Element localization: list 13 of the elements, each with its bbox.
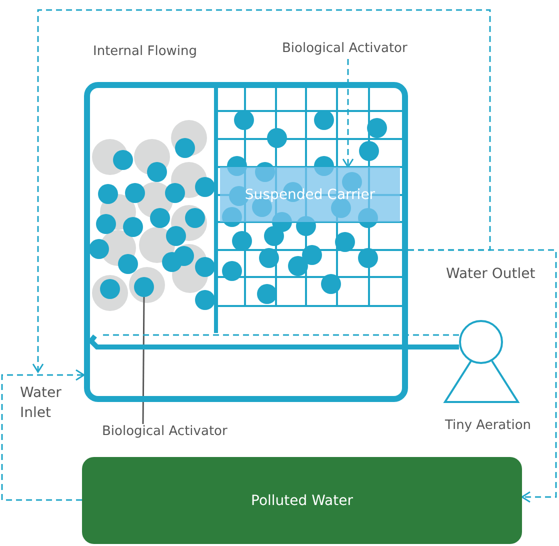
tank (84, 82, 408, 402)
aeration-pipe (88, 334, 459, 350)
callout-label: Biological Activator (282, 41, 422, 59)
flow-line (100, 334, 459, 336)
arrow (342, 59, 354, 168)
leader-line (142, 297, 145, 424)
carrier-band: Suspended Carrier (220, 167, 400, 222)
flow-arrow (1, 369, 85, 501)
callout-label: Biological Activator (102, 424, 242, 442)
aerator-label: Tiny Aeration (444, 418, 532, 434)
process-box: Polluted Water (82, 457, 522, 544)
flow-arrow (32, 9, 491, 373)
callout-label: Internal Flowing (93, 44, 198, 60)
